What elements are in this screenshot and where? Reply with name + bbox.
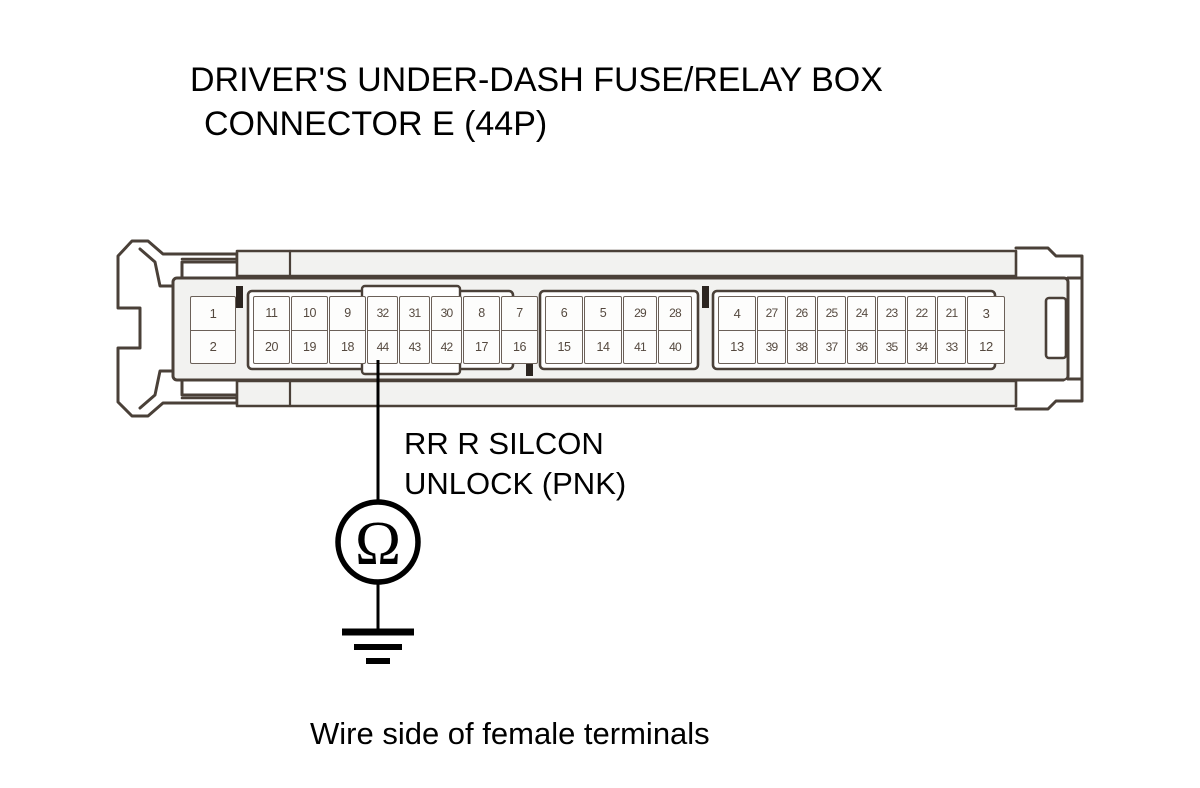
pin-number: 15	[557, 339, 571, 354]
pin-cell[interactable]: 29 41	[623, 296, 657, 364]
pin-number: 9	[330, 297, 365, 331]
pin-cell[interactable]: 24 36	[847, 296, 876, 364]
pin-number: 11	[254, 297, 289, 331]
connector-diagram: 1 2 11 20 10 19 9 18 32 44 31 43 30 42	[0, 236, 1200, 436]
pin-cell[interactable]: 3 12	[967, 296, 1005, 364]
pin-number: 17	[474, 339, 489, 354]
pin-cell[interactable]: 27 39	[757, 296, 786, 364]
pin-cell[interactable]: 26 38	[787, 296, 816, 364]
pin-cell[interactable]: 32 44	[367, 296, 398, 364]
pin-block-group1: 11 20 10 19 9 18 32 44 31 43 30 42 8 17 …	[253, 296, 539, 364]
pin-number: 13	[730, 339, 744, 355]
pin-number: 31	[400, 297, 429, 331]
ohm-symbol: Ω	[355, 510, 401, 578]
ohmmeter-svg: Ω	[335, 360, 421, 664]
pin-cell[interactable]: 9 18	[329, 296, 366, 364]
pin-number: 25	[818, 297, 845, 331]
pin-cell[interactable]: 11 20	[253, 296, 290, 364]
pin-cell[interactable]: 31 43	[399, 296, 430, 364]
footer-caption: Wire side of female terminals	[310, 716, 710, 751]
pin-number: 14	[596, 339, 610, 354]
wire-label-line-1: RR R SILCON	[404, 426, 604, 461]
pin-cell[interactable]: 1 2	[190, 296, 236, 364]
pin-number: 8	[464, 297, 499, 331]
page-title: DRIVER'S UNDER-DASH FUSE/RELAY BOX CONNE…	[190, 58, 1090, 146]
pin-number: 24	[848, 297, 875, 331]
pin-number: 6	[546, 297, 582, 331]
pin-block-group3: 4 13 27 39 26 38 25 37 24 36 23 35 22 34…	[718, 296, 1006, 364]
pin-number: 44	[376, 339, 390, 354]
pin-number: 34	[915, 339, 929, 354]
pin-cell[interactable]: 28 40	[658, 296, 692, 364]
pin-number: 20	[264, 339, 279, 354]
measurement-symbol-group: Ω	[280, 360, 540, 680]
pin-cell[interactable]: 8 17	[463, 296, 500, 364]
pin-number: 28	[659, 297, 691, 331]
pin-number: 33	[945, 339, 959, 354]
pin-cell[interactable]: 6 15	[545, 296, 583, 364]
ground-icon	[342, 628, 414, 664]
pin-number: 10	[292, 297, 327, 331]
pin-number: 1	[191, 297, 235, 331]
title-line-1: DRIVER'S UNDER-DASH FUSE/RELAY BOX	[190, 61, 883, 99]
pin-number: 35	[885, 339, 899, 354]
pin-number: 27	[758, 297, 785, 331]
pin-number: 30	[432, 297, 461, 331]
pin-number: 2	[209, 339, 217, 355]
title-line-2: CONNECTOR E (44P)	[204, 105, 548, 144]
wire-label: RR R SILCON UNLOCK (PNK)	[404, 424, 626, 503]
pin-number: 7	[502, 297, 537, 331]
pin-number: 23	[878, 297, 905, 331]
pin-number: 32	[368, 297, 397, 331]
pin-number: 29	[624, 297, 656, 331]
pin-cell[interactable]: 25 37	[817, 296, 846, 364]
pin-number: 3	[968, 297, 1004, 331]
pin-number: 36	[855, 339, 869, 354]
pin-block-left: 1 2	[190, 296, 238, 364]
pin-number: 37	[825, 339, 839, 354]
pin-number: 39	[765, 339, 779, 354]
pin-cell[interactable]: 30 42	[431, 296, 462, 364]
pin-number: 26	[788, 297, 815, 331]
pin-block-group2: 6 15 5 14 29 41 28 40	[545, 296, 693, 364]
pin-cell[interactable]: 23 35	[877, 296, 906, 364]
pin-number: 41	[634, 339, 647, 354]
pin-number: 5	[585, 297, 621, 331]
wire-label-line-2: UNLOCK (PNK)	[404, 465, 627, 501]
pin-number: 22	[908, 297, 935, 331]
pin-number: 12	[979, 339, 993, 355]
pin-number: 42	[440, 339, 454, 354]
pin-cell[interactable]: 21 33	[937, 296, 966, 364]
pin-number: 43	[408, 339, 422, 354]
pin-cell[interactable]: 7 16	[501, 296, 538, 364]
pin-number: 18	[340, 339, 355, 354]
pin-number: 19	[302, 339, 317, 354]
pin-cell[interactable]: 22 34	[907, 296, 936, 364]
pin-cell[interactable]: 4 13	[718, 296, 756, 364]
pin-number: 38	[795, 339, 809, 354]
pin-number: 21	[938, 297, 965, 331]
pin-cell[interactable]: 10 19	[291, 296, 328, 364]
pin-number: 40	[669, 339, 682, 354]
pin-number: 4	[719, 297, 755, 331]
pin-cell[interactable]: 5 14	[584, 296, 622, 364]
pin-number: 16	[512, 339, 527, 354]
